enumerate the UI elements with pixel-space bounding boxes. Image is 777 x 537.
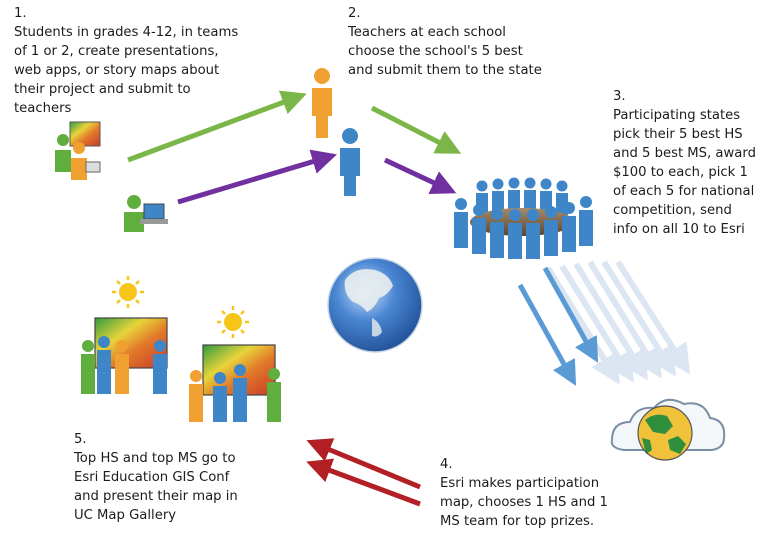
step-5-line: Top HS and top MS go to [74,451,236,466]
step-2-text: 2. Teachers at each school choose the sc… [348,4,588,80]
arrow-teacher-to-state-green [370,105,462,154]
step-1-number: 1. [14,6,27,21]
sun-icon [112,276,144,308]
teacher-orange-icon [312,68,332,138]
step-1-line: of 1 or 2, create presentations, [14,44,219,59]
step-3-line: pick their 5 best HS [613,127,743,142]
arrow-state-to-esri-blue-2 [517,283,577,386]
arrows-state-to-esri-fan [545,260,691,385]
arrow-state-to-esri-blue-1 [542,266,599,363]
step-3-text: 3. Participating states pick their 5 bes… [613,87,773,239]
step-2-line: choose the school's 5 best [348,44,523,59]
arrow-esri-to-presenters-red-2 [306,458,421,507]
step-3-line: of each 5 for national [613,184,755,199]
step-4-number: 4. [440,457,453,472]
step-2-line: Teachers at each school [348,25,506,40]
step-3-line: Participating states [613,108,741,123]
step-1-line: web apps, or story maps about [14,63,220,78]
step-1-line: Students in grades 4-12, in teams [14,25,239,40]
presenters-map-icon [189,344,281,422]
esri-cloud-map-icon [610,398,726,461]
step-2-line: and submit them to the state [348,63,542,78]
step-3-line: $100 to each, pick 1 [613,165,748,180]
student-laptop-icon [124,195,168,232]
step-3-line: info on all 10 to Esri [613,222,745,237]
step-4-line: MS team for top prizes. [440,514,595,529]
students-team-icon [55,121,101,180]
arrow-esri-to-presenters-red-1 [306,438,421,490]
teacher-blue-icon [340,128,360,196]
step-3-number: 3. [613,89,626,104]
step-2-number: 2. [348,6,361,21]
step-1-line: their project and submit to [14,82,191,97]
arrow-student-to-teacher-purple [177,149,337,205]
step-5-line: and present their map in [74,489,238,504]
step-3-line: competition, send [613,203,732,218]
step-4-line: map, chooses 1 HS and 1 [440,495,608,510]
step-1-text: 1. Students in grades 4-12, in teams of … [14,4,314,118]
step-5-text: 5. Top HS and top MS go to Esri Educatio… [74,430,304,525]
step-4-line: Esri makes participation [440,476,600,491]
step-3-line: and 5 best MS, award [613,146,756,161]
step-1-line: teachers [14,101,72,116]
step-5-number: 5. [74,432,87,447]
state-committee-icon [454,177,593,259]
sun-icon [217,306,249,338]
step-5-line: Esri Education GIS Conf [74,470,230,485]
presenters-map-icon [81,317,168,394]
step-4-text: 4. Esri makes participation map, chooses… [440,455,640,531]
globe-icon [327,257,423,353]
arrow-teacher-to-state-purple [383,157,457,195]
arrow-students-to-teachers-green [127,90,307,163]
step-5-line: UC Map Gallery [74,508,177,523]
